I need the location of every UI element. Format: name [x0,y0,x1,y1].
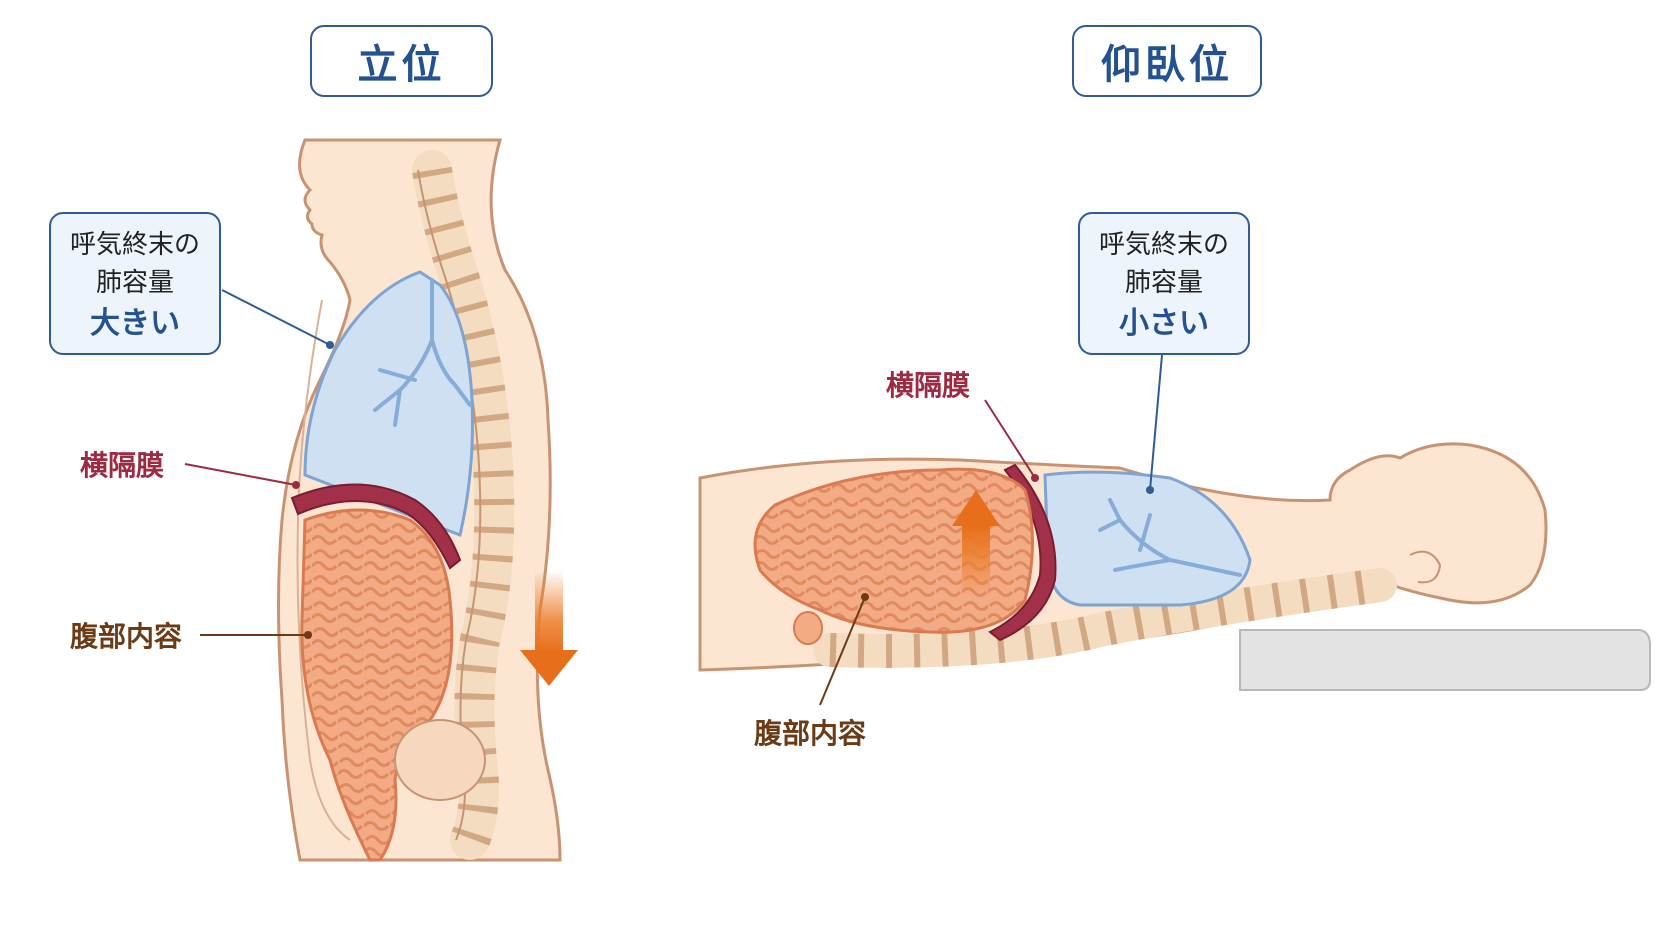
supine-lung-box-emphasis: 小さい [1119,306,1209,341]
standing-lung-box-line2: 肺容量 [95,268,174,298]
supine-lung-box-line1: 呼気終末の [1098,230,1229,260]
supine-diaphragm [988,463,1057,642]
supine-figure [698,354,1651,706]
standing-lung-box-line1: 呼気終末の [69,230,200,260]
pillow [1239,629,1651,691]
standing-diaphragm-label: 横隔膜 [80,449,165,482]
supine-diaphragm-label: 横隔膜 [886,369,971,402]
standing-title: 立位 [310,25,493,97]
supine-lung-box-line2: 肺容量 [1124,268,1203,298]
standing-abdomen-label: 腹部内容 [70,620,183,653]
standing-lung-volume-box: 呼気終末の 肺容量 大きい [49,212,221,355]
standing-figure [184,138,578,862]
supine-title-text: 仰臥位 [1101,42,1233,88]
supine-lung-volume-box: 呼気終末の 肺容量 小さい [1078,212,1250,355]
supine-title: 仰臥位 [1072,25,1262,97]
supine-abdomen-label: 腹部内容 [754,717,867,750]
standing-title-text: 立位 [357,42,446,88]
standing-diaphragm [290,483,462,570]
standing-lung-box-emphasis: 大きい [90,306,180,341]
supine-lung [1043,470,1252,607]
up-arrow-icon [952,490,1000,596]
down-arrow-icon [520,570,578,686]
